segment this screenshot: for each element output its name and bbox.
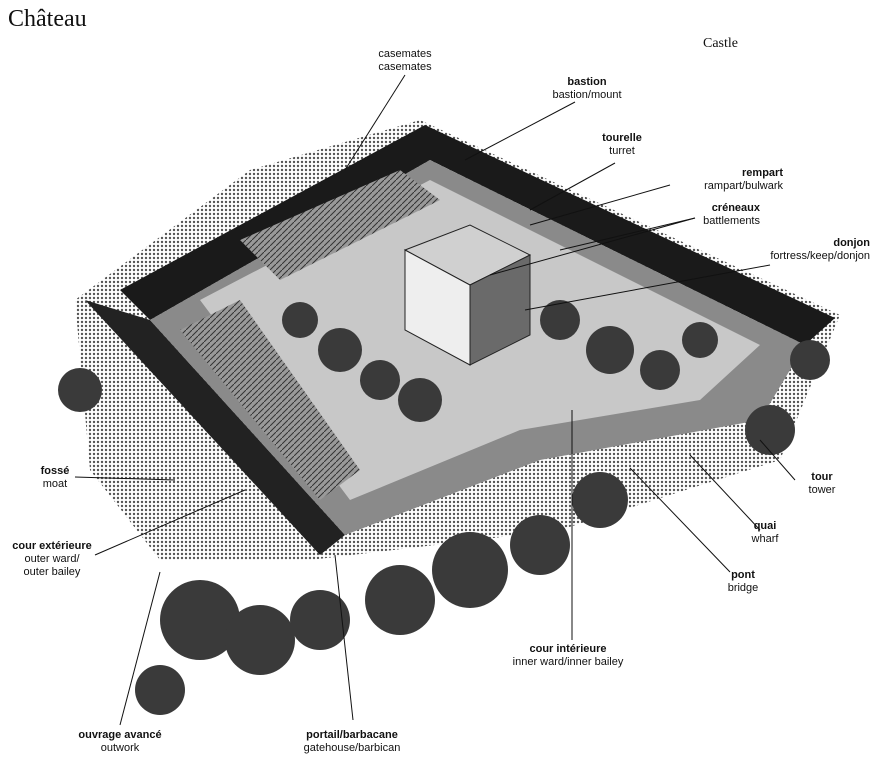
label-pont: pont bridge [728, 569, 759, 595]
page-subtitle: Castle [703, 36, 738, 51]
label-en: bastion/mount [552, 89, 622, 101]
label-en: tower [808, 484, 836, 496]
label-fr: créneaux [711, 202, 760, 214]
label-fr: portail/barbacane [306, 729, 398, 741]
label-fr: fossé [40, 465, 70, 477]
label-fr: cour intérieure [529, 643, 607, 655]
label-bastion: bastion bastion/mount [552, 76, 621, 102]
page-title: Château [8, 6, 87, 32]
trees [58, 300, 830, 715]
label-cour-interieure: cour intérieure inner ward/inner bailey [513, 643, 624, 669]
label-en: outer ward/ [24, 553, 80, 565]
label-en: bridge [727, 582, 759, 594]
label-en: wharf [751, 533, 779, 545]
label-tour: tour tower [809, 471, 836, 497]
label-tourelle: tourelle turret [602, 132, 642, 158]
label-en: turret [609, 145, 635, 157]
label-quai: quai wharf [752, 520, 779, 546]
label-donjon: donjon fortress/keep/donjon [770, 237, 870, 263]
label-en: outwork [100, 742, 140, 754]
label-cour-exterieure: cour extérieure outer ward/ outer bailey [12, 540, 91, 579]
label-fr: ouvrage avancé [78, 729, 162, 741]
label-fr: rempart [742, 167, 783, 179]
label-portail: portail/barbacane gatehouse/barbican [304, 729, 401, 755]
leader-lines [74, 74, 796, 726]
label-casemates: casemates casemates [378, 48, 431, 74]
label-fr: cour extérieure [12, 540, 92, 552]
label-en: fortress/keep/donjon [770, 250, 870, 262]
label-fr: casemates [378, 48, 432, 60]
label-fr: tour [811, 471, 833, 483]
label-en: inner ward/inner bailey [512, 656, 624, 668]
keep-right [469, 254, 531, 366]
label-en: rampart/bulwark [704, 180, 783, 192]
north-range [240, 170, 440, 280]
label-en: gatehouse/barbican [303, 742, 401, 754]
label-fr: pont [731, 569, 755, 581]
label-en-2: outer bailey [23, 566, 81, 578]
label-fr: donjon [833, 237, 870, 249]
label-fr: bastion [567, 76, 607, 88]
outer-wall-west [85, 300, 345, 555]
west-range [180, 300, 360, 500]
label-en: casemates [378, 61, 432, 73]
label-ouvrage-avance: ouvrage avancé outwork [78, 729, 161, 755]
label-fr: tourelle [602, 132, 642, 144]
label-en: battlements [703, 215, 760, 227]
label-rempart: rempart rampart/bulwark [704, 167, 783, 193]
label-en: moat [42, 478, 68, 490]
label-fr: quai [753, 520, 777, 532]
label-fosse: fossé moat [41, 465, 70, 491]
label-creneaux: créneaux battlements [703, 202, 760, 228]
